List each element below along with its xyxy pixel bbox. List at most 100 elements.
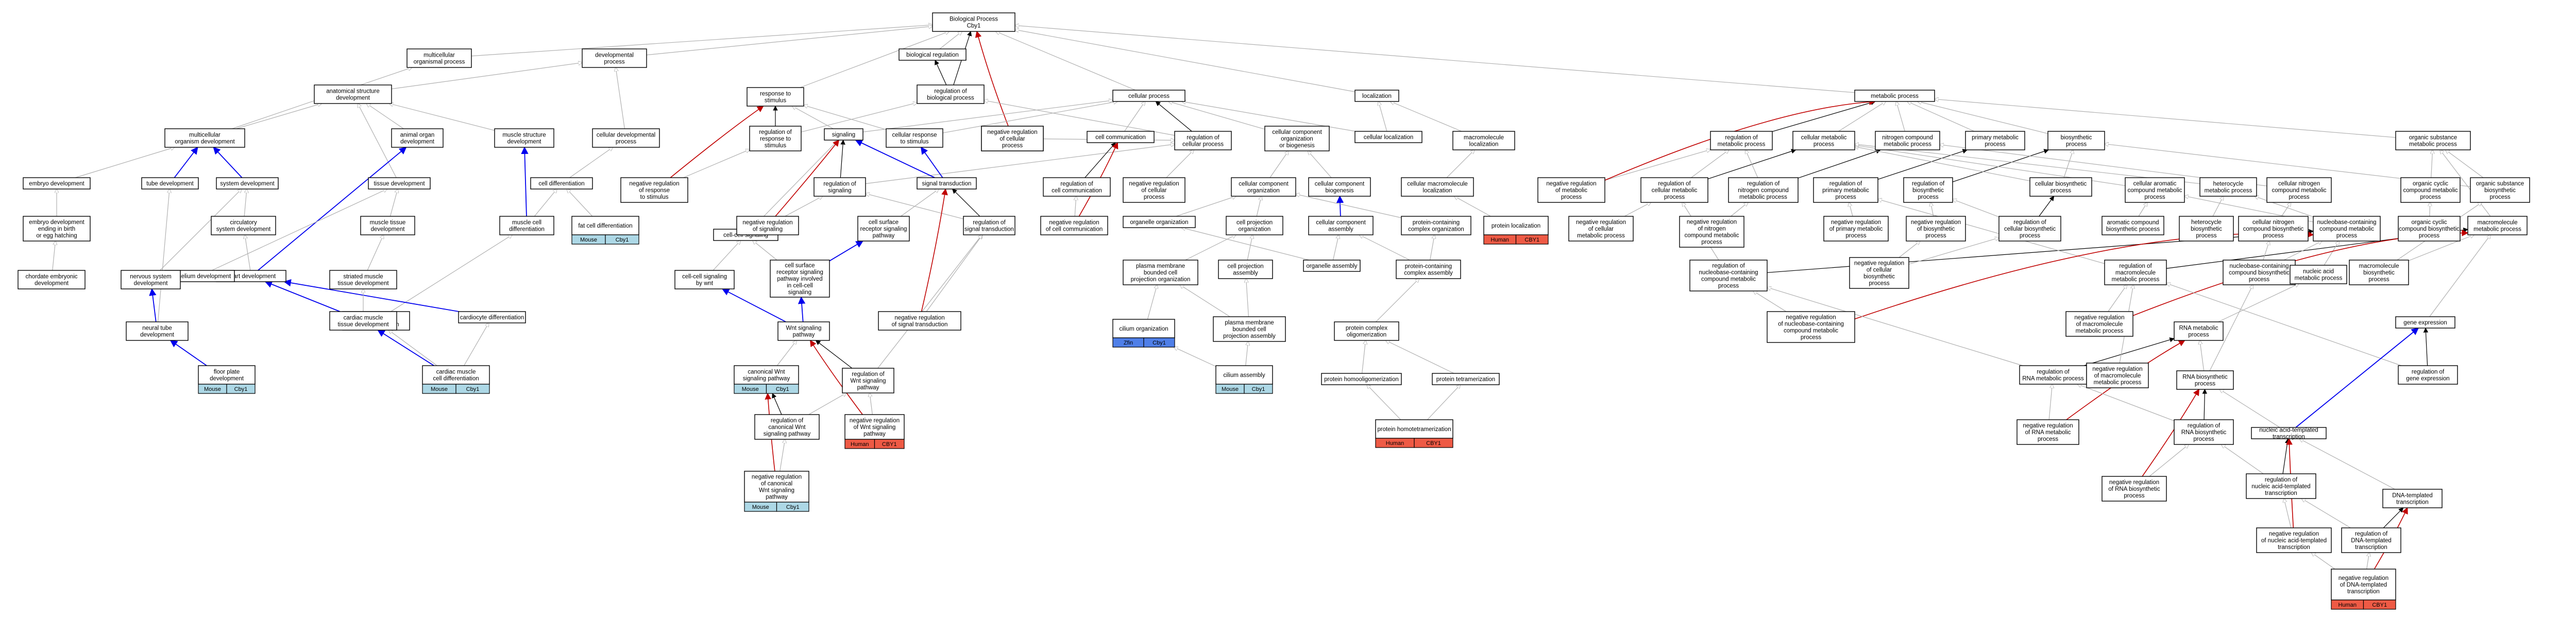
go-node-sig[interactable]: signaling [824,128,863,141]
go-node-stran[interactable]: signal transduction [917,177,977,190]
go-node-cellp[interactable]: cellular process [1112,90,1185,102]
go-node-oo[interactable]: organelle organization [1123,216,1196,228]
go-node-ge[interactable]: gene expression [2395,316,2455,329]
go-node-cloc[interactable]: cellular localization [1354,131,1422,143]
go-node-tisd[interactable]: tissue development [368,177,431,190]
go-node-rnccmp[interactable]: regulation ofnucleobase-containingcompou… [1689,260,1768,291]
go-node-ptet[interactable]: protein tetramerization [1432,373,1500,385]
go-node-metab[interactable]: metabolic process [1854,90,1935,102]
go-node-celld[interactable]: cell differentiation [530,177,593,190]
go-node-cardd[interactable]: cardiocyte differentiation [458,311,526,323]
go-node-breg[interactable]: biological regulation [899,48,967,61]
go-node-sysd[interactable]: system development [216,177,279,190]
go-node-oa[interactable]: organelle assembly [1303,260,1361,272]
